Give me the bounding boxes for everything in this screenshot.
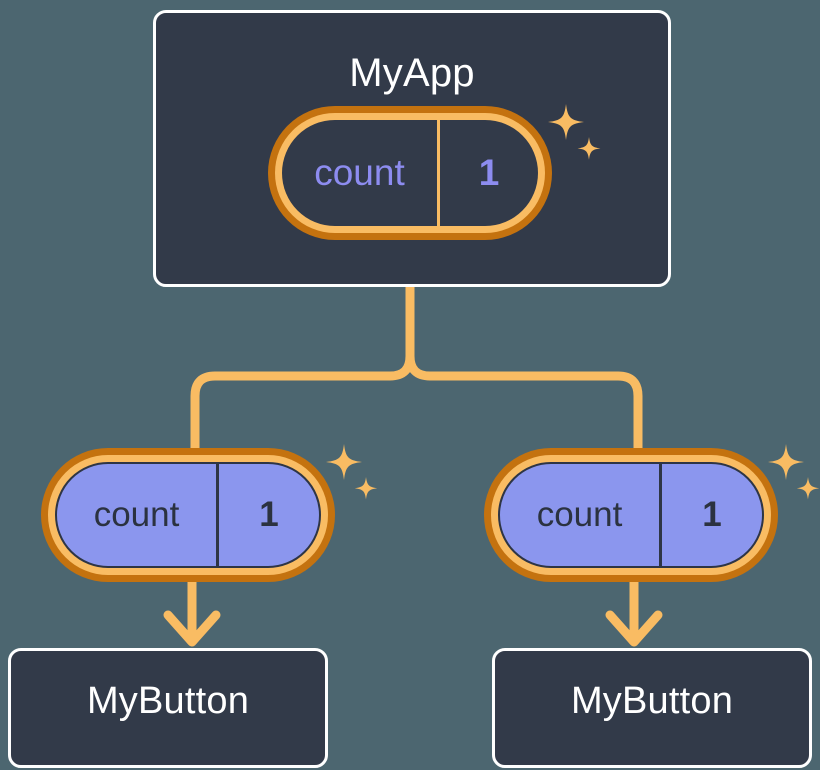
component-title-mybutton-right: MyButton xyxy=(570,680,734,722)
connector-branch-right xyxy=(405,351,643,457)
component-title-mybutton-left: MyButton xyxy=(86,680,250,722)
pill-core: count 1 xyxy=(498,462,764,568)
state-value: 1 xyxy=(259,495,279,534)
state-pill-myapp[interactable]: count 1 xyxy=(268,106,552,240)
state-pill-child-left[interactable]: count 1 xyxy=(41,448,335,582)
component-box-mybutton-left[interactable]: MyButton xyxy=(8,648,328,768)
state-name: count xyxy=(500,464,662,566)
arrow-down-icon-right-head xyxy=(605,610,663,647)
state-name: count xyxy=(282,120,440,226)
state-pill-child-right[interactable]: count 1 xyxy=(484,448,778,582)
state-name: count xyxy=(57,464,219,566)
component-box-mybutton-right[interactable]: MyButton xyxy=(492,648,812,768)
state-value: 1 xyxy=(702,495,722,534)
connector-branch-left xyxy=(190,351,415,457)
state-value: 1 xyxy=(478,152,500,193)
pill-core: count 1 xyxy=(282,120,538,226)
arrow-down-icon-left-head xyxy=(163,610,221,647)
pill-core: count 1 xyxy=(55,462,321,568)
component-title-myapp: MyApp xyxy=(349,51,475,95)
